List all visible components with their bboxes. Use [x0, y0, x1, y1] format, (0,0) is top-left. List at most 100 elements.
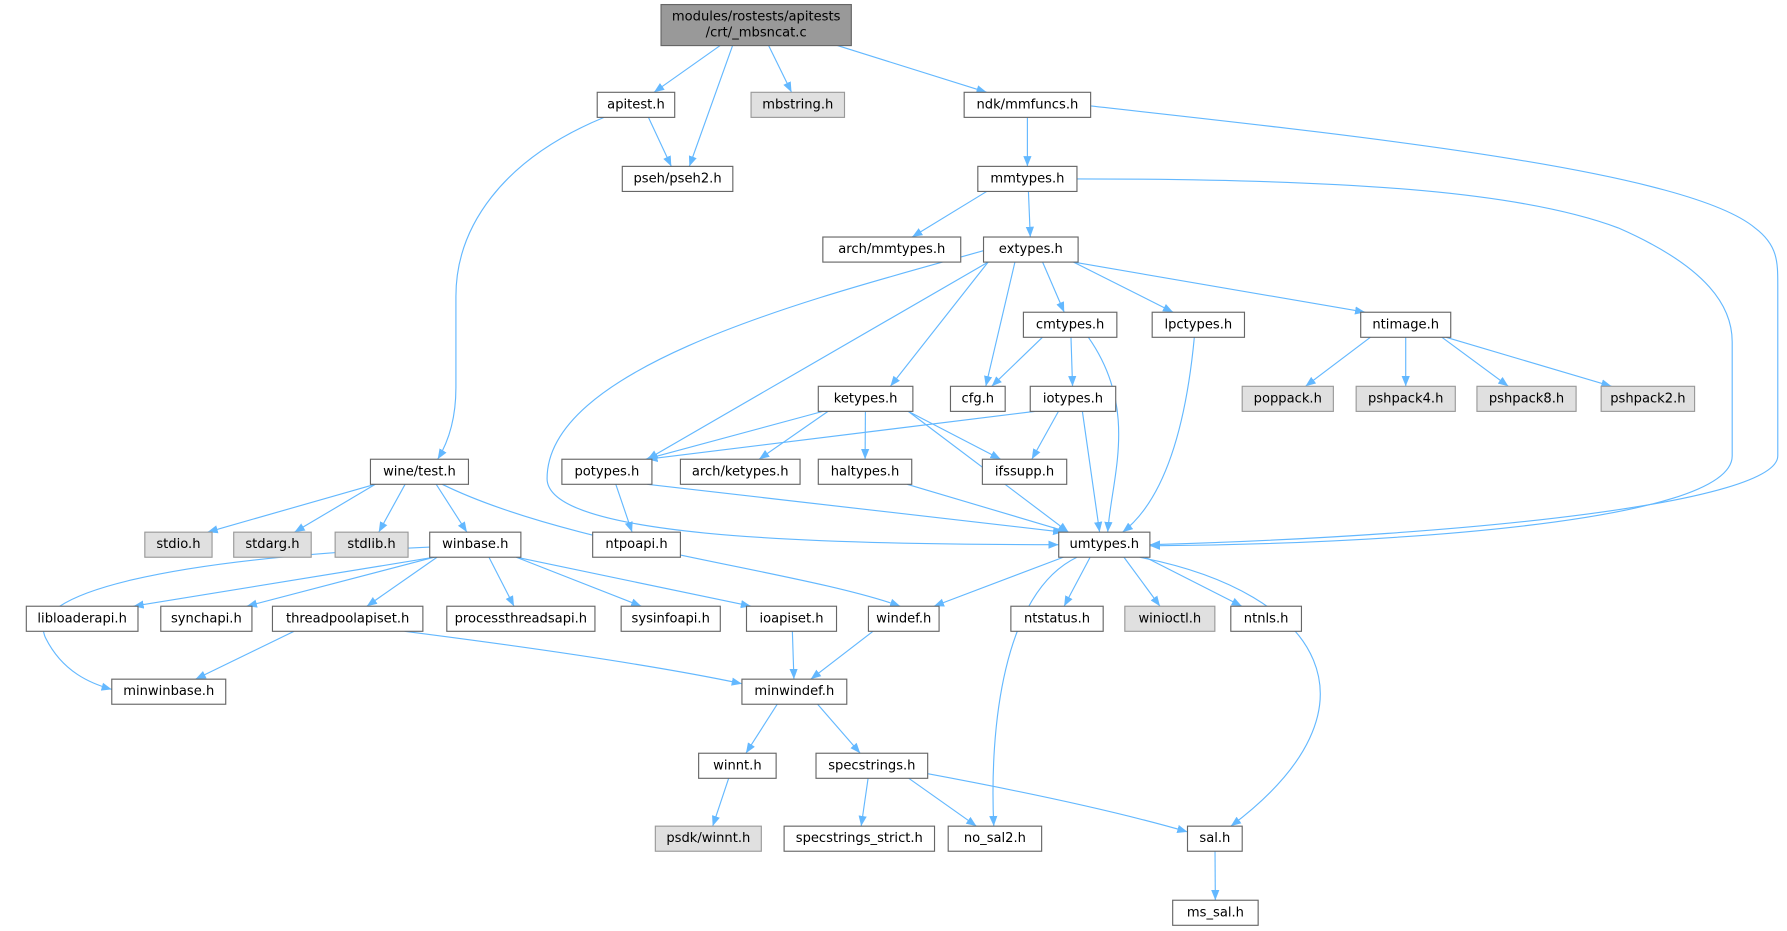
node-box	[446, 605, 596, 632]
node-umtypes[interactable]: umtypes.h	[1058, 531, 1151, 558]
node-apitest[interactable]: apitest.h	[596, 91, 676, 118]
node-iotypes[interactable]: iotypes.h	[1029, 385, 1117, 412]
edge-windef-to-minwindef	[810, 630, 874, 680]
edge-cmtypes-to-umtypes	[1087, 336, 1120, 533]
edge-specstrings-to-sal	[927, 773, 1188, 833]
node-box	[25, 605, 139, 632]
node-label: lpctypes.h	[1164, 317, 1232, 332]
node-poppack[interactable]: poppack.h	[1241, 385, 1334, 412]
node-mmtypes[interactable]: mmtypes.h	[977, 165, 1078, 193]
node-psdkwinnt[interactable]: psdk/winnt.h	[654, 825, 762, 852]
node-ketypes[interactable]: ketypes.h	[817, 385, 914, 412]
node-label: ketypes.h	[834, 391, 898, 406]
node-minwinbase[interactable]: minwinbase.h	[111, 678, 227, 705]
node-box	[963, 91, 1092, 118]
edge-umtypes-to-ntnls	[1145, 556, 1243, 607]
node-box	[949, 385, 1006, 412]
node-box	[750, 91, 846, 118]
node-threadpoolapiset[interactable]: threadpoolapiset.h	[271, 605, 424, 632]
node-mbstring[interactable]: mbstring.h	[750, 91, 846, 118]
edge-cmtypes-to-iotypes	[1068, 337, 1077, 387]
edge-winbase-to-processthreadsapi	[488, 556, 515, 607]
node-libloaderapi[interactable]: libloaderapi.h	[25, 605, 139, 632]
nodes-layer: modules/rostests/apitests/crt/_mbsncat.c…	[25, 3, 1696, 926]
edge-umtypes-to-sal	[1139, 556, 1321, 827]
node-pshpack2[interactable]: pshpack2.h	[1600, 385, 1696, 412]
node-cfg[interactable]: cfg.h	[949, 385, 1006, 412]
node-box	[815, 752, 929, 779]
node-box	[429, 531, 522, 558]
node-pseh2[interactable]: pseh/pseh2.h	[621, 165, 734, 193]
node-stdlib[interactable]: stdlib.h	[334, 531, 409, 558]
node-winbase[interactable]: winbase.h	[429, 531, 522, 558]
node-box	[111, 678, 227, 705]
node-label: ms_sal.h	[1187, 905, 1244, 920]
edge-mmtypes-to-archmmtypes	[911, 190, 988, 238]
node-box	[783, 825, 936, 852]
node-mmfuncs[interactable]: ndk/mmfuncs.h	[963, 91, 1092, 118]
node-ntnls[interactable]: ntnls.h	[1230, 605, 1303, 632]
edge-umtypes-to-winioctl	[1123, 556, 1161, 607]
edges-layer	[43, 45, 1779, 901]
node-box	[620, 605, 721, 632]
node-box	[592, 531, 681, 558]
edge-mmtypes-to-umtypes	[1076, 178, 1733, 550]
node-archmmtypes[interactable]: arch/mmtypes.h	[822, 236, 962, 263]
edge-potypes-to-ntpoapi	[615, 484, 633, 533]
node-processthreadsapi[interactable]: processthreadsapi.h	[446, 605, 596, 632]
node-root[interactable]: modules/rostests/apitests/crt/_mbsncat.c	[660, 3, 852, 47]
node-ntstatus[interactable]: ntstatus.h	[1010, 605, 1104, 632]
node-box	[1029, 385, 1117, 412]
node-cmtypes[interactable]: cmtypes.h	[1022, 311, 1118, 338]
node-potypes[interactable]: potypes.h	[561, 458, 653, 485]
node-stdio[interactable]: stdio.h	[144, 531, 213, 558]
edge-specstrings-to-specstrings_strict	[858, 778, 869, 827]
node-sysinfoapi[interactable]: sysinfoapi.h	[620, 605, 721, 632]
node-label: processthreadsapi.h	[455, 611, 587, 626]
node-lpctypes[interactable]: lpctypes.h	[1151, 311, 1246, 338]
node-box	[271, 605, 424, 632]
edge-umtypes-to-windef	[933, 556, 1064, 607]
edge-winbase-to-libloaderapi	[133, 556, 435, 609]
node-winnt[interactable]: winnt.h	[698, 752, 777, 779]
node-box	[1476, 385, 1577, 412]
edge-winbase-to-synchapi	[246, 556, 435, 608]
node-box	[1600, 385, 1696, 412]
node-pshpack8[interactable]: pshpack8.h	[1476, 385, 1577, 412]
node-box	[679, 458, 801, 485]
node-ioapiset[interactable]: ioapiset.h	[745, 605, 838, 632]
edge-root-to-apitest	[653, 45, 721, 93]
node-pshpack4[interactable]: pshpack4.h	[1355, 385, 1456, 412]
node-archketypes[interactable]: arch/ketypes.h	[679, 458, 801, 485]
node-extypes[interactable]: extypes.h	[982, 236, 1079, 263]
node-sal[interactable]: sal.h	[1186, 825, 1243, 852]
node-box	[1186, 825, 1243, 852]
node-label: haltypes.h	[831, 464, 900, 479]
node-box	[233, 531, 312, 558]
node-minwindef[interactable]: minwindef.h	[741, 678, 848, 705]
node-specstrings_strict[interactable]: specstrings_strict.h	[783, 825, 936, 852]
edge-ntimage-to-pshpack8	[1441, 336, 1509, 387]
node-stdarg[interactable]: stdarg.h	[233, 531, 312, 558]
node-ntpoapi[interactable]: ntpoapi.h	[592, 531, 681, 558]
node-ifssupp[interactable]: ifssupp.h	[981, 458, 1068, 485]
node-label: arch/ketypes.h	[692, 464, 789, 479]
node-label: stdarg.h	[245, 537, 299, 552]
node-haltypes[interactable]: haltypes.h	[817, 458, 913, 485]
node-ms_sal[interactable]: ms_sal.h	[1172, 899, 1259, 926]
node-label: specstrings.h	[828, 758, 915, 773]
node-winetest[interactable]: wine/test.h	[369, 458, 470, 485]
node-no_sal2[interactable]: no_sal2.h	[947, 825, 1043, 852]
node-winioctl[interactable]: winioctl.h	[1124, 605, 1216, 632]
node-label: no_sal2.h	[964, 831, 1026, 846]
node-specstrings[interactable]: specstrings.h	[815, 752, 929, 779]
node-synchapi[interactable]: synchapi.h	[160, 605, 253, 632]
node-ntimage[interactable]: ntimage.h	[1360, 311, 1452, 338]
edge-winnt-to-psdkwinnt	[712, 778, 730, 827]
node-label: /crt/_mbsncat.c	[706, 26, 807, 41]
edge-cmtypes-to-cfg	[991, 336, 1043, 387]
node-label: ntimage.h	[1372, 317, 1439, 332]
node-windef[interactable]: windef.h	[867, 605, 940, 632]
node-label: mmtypes.h	[990, 171, 1064, 186]
